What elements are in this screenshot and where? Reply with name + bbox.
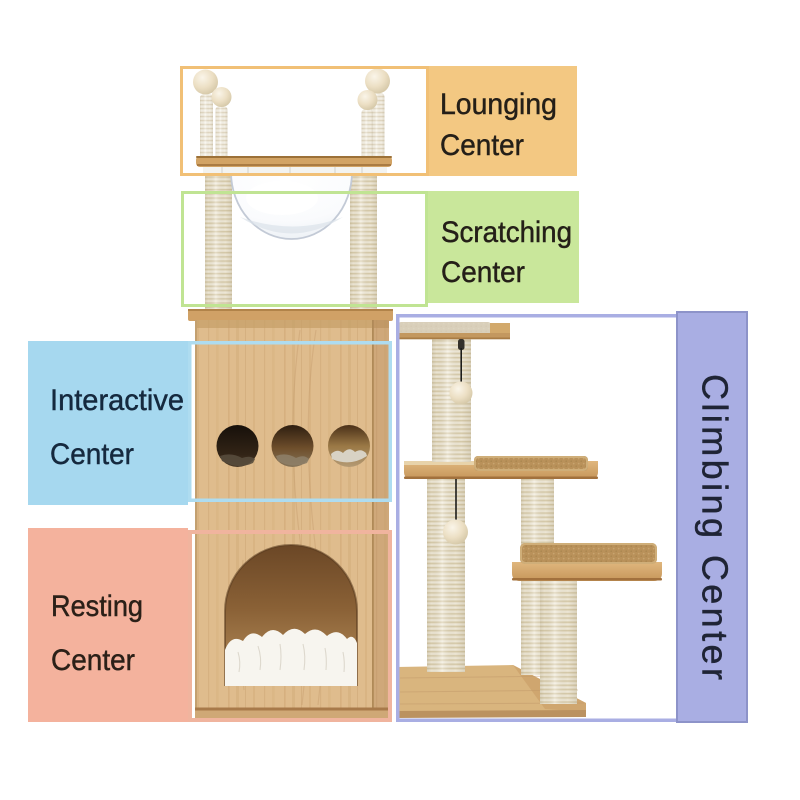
svg-text:Resting: Resting xyxy=(51,590,143,623)
svg-text:Center: Center xyxy=(50,438,134,471)
svg-text:Center: Center xyxy=(441,256,525,289)
svg-text:Center: Center xyxy=(51,644,135,677)
svg-text:Center: Center xyxy=(440,129,524,162)
svg-text:Scratching: Scratching xyxy=(441,216,572,249)
svg-text:Lounging: Lounging xyxy=(440,88,557,121)
svg-text:Interactive: Interactive xyxy=(50,384,184,417)
svg-text:Climbing Center: Climbing Center xyxy=(695,374,736,680)
